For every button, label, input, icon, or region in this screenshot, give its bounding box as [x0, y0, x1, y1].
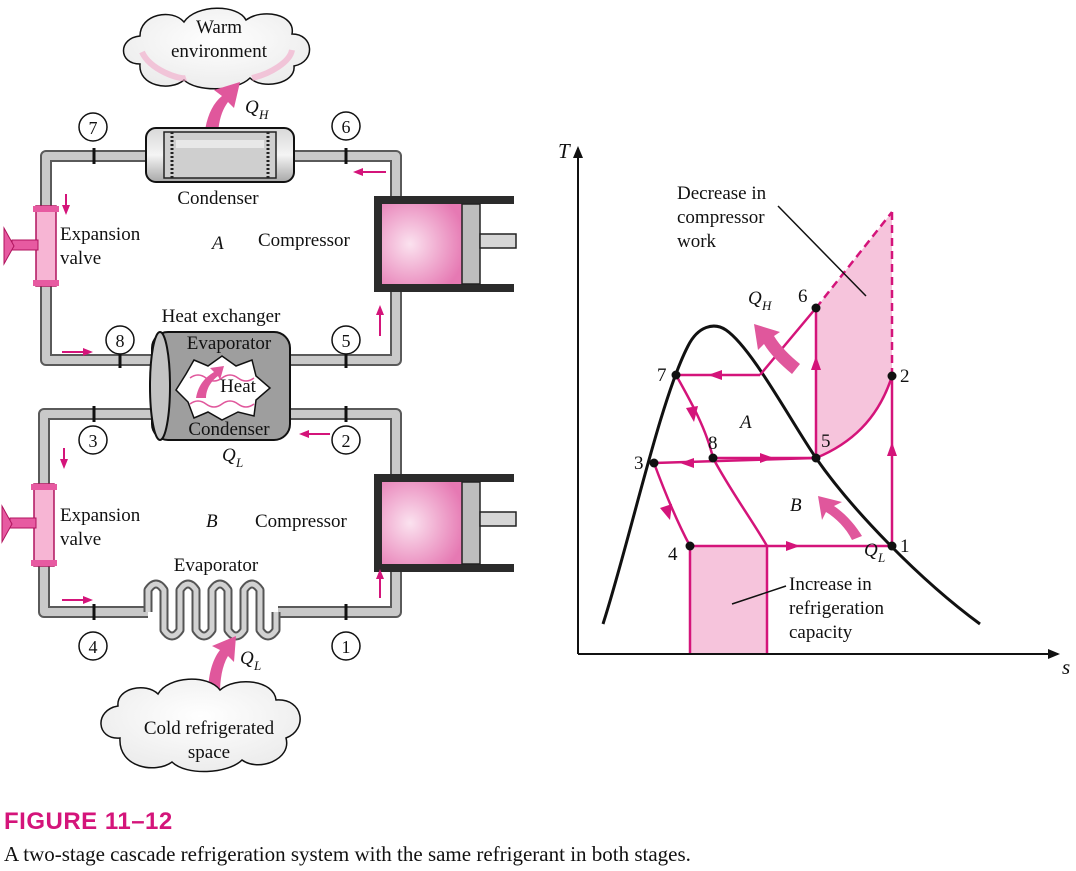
hx-ql-label-sub: L	[235, 455, 243, 470]
ts-point-3: 3	[634, 453, 644, 474]
ts-cycle-a-label: A	[738, 412, 752, 433]
ts-point-5: 5	[821, 431, 831, 452]
expansion-valve-a-line-2: valve	[60, 248, 101, 269]
ts-point-2: 2	[900, 366, 910, 387]
ts-diagram: T s	[558, 139, 1070, 679]
state-marker-4: 4	[78, 631, 108, 661]
cycle-b-label: B	[206, 511, 218, 532]
expansion-valve-a-line-1: Expansion	[60, 224, 141, 245]
evaporator-label: Evaporator	[174, 555, 259, 576]
condenser-label: Condenser	[177, 188, 259, 209]
ts-point-7: 7	[657, 365, 667, 386]
expansion-valve-b-line-2: valve	[60, 529, 101, 550]
ts-point-8: 8	[708, 433, 718, 454]
evaporator-coil-inner	[145, 581, 279, 639]
state-marker-3: 3	[78, 425, 108, 455]
hx-condenser-label: Condenser	[188, 419, 270, 440]
compressor-b-label: Compressor	[255, 511, 348, 532]
compressor-b	[374, 474, 517, 572]
cold-space-line-2: space	[188, 742, 230, 763]
qh-label-sub: H	[258, 107, 269, 122]
refrigeration-capacity-shaded-area	[690, 546, 767, 653]
state-marker-1: 1	[331, 631, 361, 661]
state-marker-8: 8	[105, 325, 135, 355]
ts-point-6: 6	[798, 286, 808, 307]
cycle-a-label: A	[210, 233, 224, 254]
pipe-joints	[92, 148, 348, 620]
ts-ql-label-sub: L	[877, 550, 885, 565]
cycle-direction-arrows	[660, 356, 897, 551]
ts-point-4: 4	[668, 544, 678, 565]
compressor-work-shaded-area	[816, 212, 892, 458]
qh-label: Q	[245, 97, 259, 118]
note-capacity-leader	[731, 585, 787, 605]
ts-state-points	[649, 303, 897, 551]
hx-evaporator-label: Evaporator	[187, 333, 272, 354]
heat-exchanger-label: Heat exchanger	[162, 306, 281, 327]
figure-title: FIGURE 11–12	[4, 808, 173, 835]
note-work-line-3: work	[677, 231, 717, 252]
expansion-valve-b	[1, 483, 57, 567]
note-work-line-1: Decrease in	[677, 183, 767, 204]
compressor-a-label: Compressor	[258, 230, 351, 251]
cold-space-cloud	[100, 678, 301, 773]
qh-heat-arrow	[204, 82, 240, 138]
condenser	[145, 127, 295, 183]
hx-heat-label: Heat	[220, 376, 257, 397]
ts-qh-label: Q	[748, 288, 762, 309]
svg-text:6: 6	[342, 117, 351, 137]
warm-environment-line-1: Warm	[196, 17, 242, 38]
saturation-dome	[601, 324, 981, 626]
svg-text:3: 3	[89, 431, 98, 451]
note-work-leader	[777, 205, 867, 297]
warm-environment-line-2: environment	[171, 41, 268, 62]
expansion-valve-a	[3, 205, 59, 287]
state-marker-7: 7	[78, 112, 108, 142]
compressor-a	[374, 196, 517, 292]
note-capacity-line-1: Increase in	[789, 574, 872, 595]
svg-text:7: 7	[89, 118, 98, 138]
state-marker-2: 2	[331, 425, 361, 455]
svg-text:5: 5	[342, 331, 351, 351]
ql-label: Q	[240, 648, 254, 669]
svg-text:8: 8	[116, 331, 125, 351]
state-marker-6: 6	[331, 111, 361, 141]
note-capacity-line-2: refrigeration	[789, 598, 884, 619]
flow-arrows	[60, 168, 386, 604]
svg-text:4: 4	[89, 637, 98, 657]
ts-ql-label: Q	[864, 540, 878, 561]
cold-space-line-1: Cold refrigerated	[144, 718, 275, 739]
state-marker-5: 5	[331, 325, 361, 355]
note-capacity-line-3: capacity	[789, 622, 853, 643]
svg-text:2: 2	[342, 431, 351, 451]
heat-exchanger	[149, 331, 291, 441]
ts-point-1: 1	[900, 536, 910, 557]
ql-heat-arrow	[208, 636, 236, 694]
ts-qh-label-sub: H	[761, 298, 772, 313]
figure-caption: A two-stage cascade refrigeration system…	[4, 842, 691, 866]
hx-ql-label: Q	[222, 445, 236, 466]
ts-ql-arrow	[818, 496, 862, 540]
ts-qh-arrow	[754, 324, 800, 374]
t-axis-label: T	[558, 139, 571, 163]
svg-text:1: 1	[342, 637, 351, 657]
ts-cycle-b-label: B	[790, 495, 802, 516]
expansion-valve-b-line-1: Expansion	[60, 505, 141, 526]
cascade-schematic: Warm environment Q H Condenser Compresso…	[1, 7, 517, 773]
s-axis-label: s	[1062, 655, 1070, 679]
note-work-line-2: compressor	[677, 207, 765, 228]
ql-label-sub: L	[253, 658, 261, 673]
warm-environment-cloud	[122, 7, 311, 90]
